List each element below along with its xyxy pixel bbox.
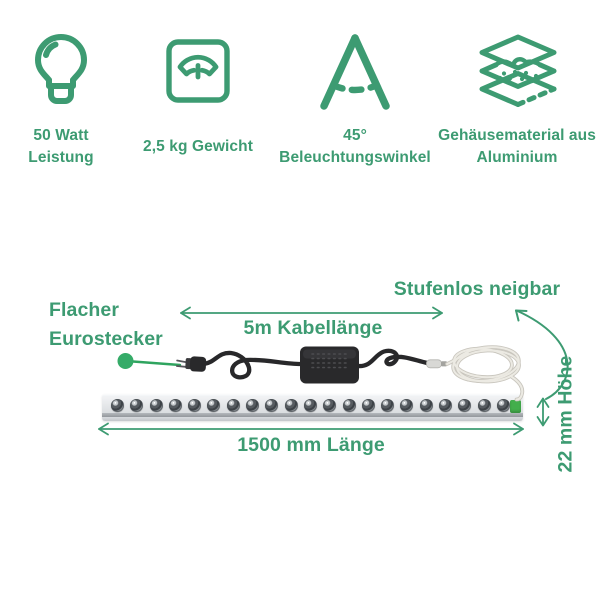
feature-caption-weight: 2,5 kg Gewicht [143, 138, 253, 155]
cable-length-arrow [180, 306, 443, 320]
led-lens [188, 398, 202, 412]
led-bar-lip [102, 417, 523, 421]
cable-length-label: 5m Kabellänge [243, 317, 383, 339]
feature-caption-angle-line2: Beleuchtungswinkel [279, 149, 431, 166]
bar-length-arrow [98, 422, 524, 436]
led-lens [458, 398, 472, 412]
scale-icon [166, 39, 230, 103]
led-bar-bottom-edge [102, 413, 523, 417]
tilt-label: Stufenlos neigbar [393, 278, 561, 300]
led-lens [207, 398, 221, 412]
led-lens [361, 398, 375, 412]
led-lens [381, 398, 395, 412]
led-lens [130, 398, 144, 412]
led-lens [477, 398, 491, 412]
led-lens [265, 398, 279, 412]
bar-height-arrow [536, 397, 550, 427]
power-adapter [300, 346, 359, 384]
feature-caption-watt-line1: 50 Watt [33, 127, 89, 144]
feature-caption-watt-line2: Leistung [28, 149, 94, 166]
tilt-arc-arrow [515, 309, 569, 400]
led-lens [226, 398, 240, 412]
euro-plug [175, 356, 207, 372]
layers-icon [479, 34, 557, 107]
led-lens [246, 398, 260, 412]
led-lens [168, 398, 182, 412]
white-coil-cable [445, 345, 525, 402]
led-lens [149, 398, 163, 412]
led-lens [323, 398, 337, 412]
led-lens [111, 398, 124, 412]
led-bar-top-edge [102, 394, 523, 397]
led-bar [102, 394, 523, 421]
led-lens [303, 398, 317, 412]
led-row [111, 398, 510, 412]
led-lens [400, 398, 414, 412]
beam-angle-icon [320, 34, 390, 110]
feature-caption-material-line2: Aluminium [476, 149, 558, 166]
bar-power-connector [510, 400, 521, 413]
led-lens [496, 398, 510, 412]
mains-cable [201, 350, 304, 380]
bar-height-label: 22 mm Höhe [554, 355, 577, 473]
feature-caption-angle-line1: 45° [343, 127, 367, 144]
lightbulb-icon [35, 34, 87, 104]
led-lens [439, 398, 453, 412]
dc-cable [355, 348, 430, 369]
bar-length-label: 1500 mm Länge [237, 434, 385, 456]
feature-caption-material-line1: Gehäusematerial aus [438, 127, 596, 144]
plug-label-line1: Flacher [49, 299, 120, 321]
plug-pointer-line [131, 360, 182, 367]
cable-connector [426, 359, 447, 369]
led-bar-face [102, 397, 523, 413]
plug-pointer-dot [117, 353, 134, 369]
led-lens [284, 398, 298, 412]
plug-label-line2: Eurostecker [49, 328, 163, 350]
led-lens [419, 398, 433, 412]
led-lens [342, 398, 356, 412]
